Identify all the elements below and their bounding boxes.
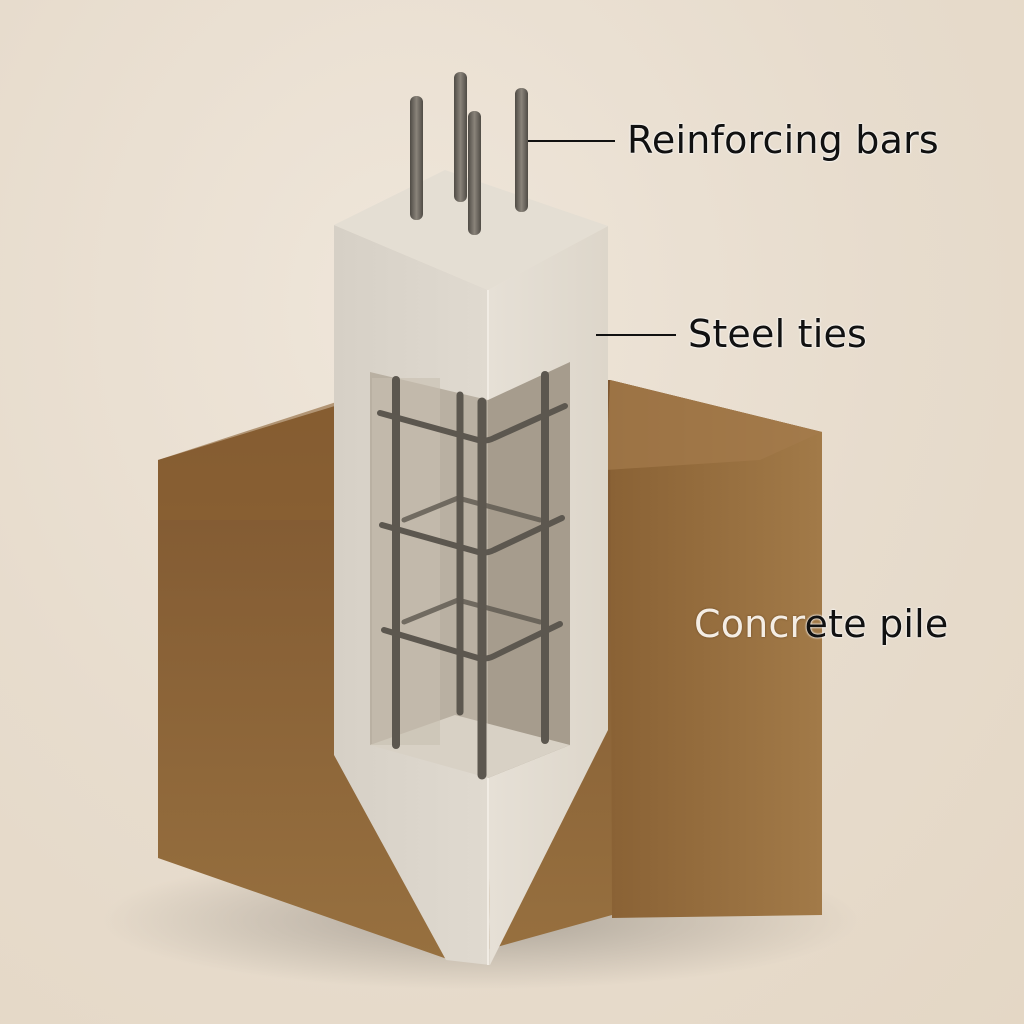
steel-tie <box>377 403 568 444</box>
label-concrete-pile-part2: ete pile <box>804 602 949 646</box>
rebar-cage <box>377 371 568 780</box>
rebar <box>410 96 423 220</box>
label-concrete-pile-part1: Concr <box>694 602 805 646</box>
label-steel-ties: Steel ties <box>688 312 868 356</box>
rebar <box>468 111 481 235</box>
label-reinforcing-bars: Reinforcing bars <box>627 118 939 162</box>
label-concrete-pile: Concrete pile <box>694 602 949 646</box>
rebar <box>515 88 528 212</box>
steel-tie <box>381 597 563 662</box>
reinforcing-bars <box>410 72 528 235</box>
steel-tie <box>379 495 565 556</box>
rebar <box>454 72 467 202</box>
